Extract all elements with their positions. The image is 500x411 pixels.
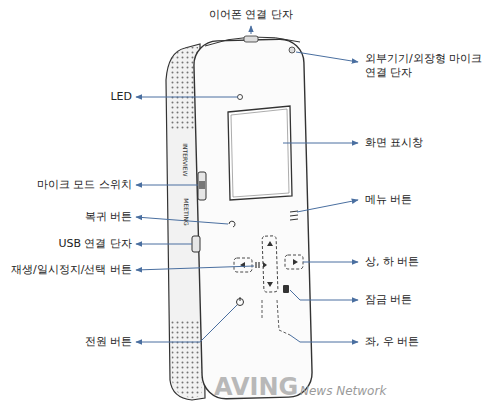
recorder-body: [166, 36, 313, 400]
watermark: News Network: [300, 384, 386, 400]
part-label: 잠금 버튼: [365, 293, 413, 307]
part-label: 메뉴 버튼: [365, 193, 413, 207]
part-label: 재생/일시정지/선택 버튼: [11, 263, 132, 277]
switch-marking: MEETING: [182, 198, 190, 225]
leader-lines: [136, 26, 358, 342]
part-label: USB 연결 단자: [58, 237, 132, 251]
part-label: 외부기기/외장형 마이크 연결 단자: [365, 52, 485, 81]
part-label: LED: [110, 90, 132, 104]
part-label: 좌, 우 버튼: [365, 335, 420, 349]
part-label: 화면 표시창: [365, 136, 424, 150]
part-label: 상, 하 버튼: [365, 255, 420, 269]
switch-marking: INTERVIEW: [182, 143, 190, 176]
part-label: 마이크 모드 스위치: [37, 178, 132, 192]
part-label: 전원 버튼: [85, 335, 133, 349]
part-label: 복귀 버튼: [85, 210, 133, 224]
watermark: AVING: [214, 372, 298, 403]
part-label: 이어폰 연결 단자: [209, 8, 293, 22]
